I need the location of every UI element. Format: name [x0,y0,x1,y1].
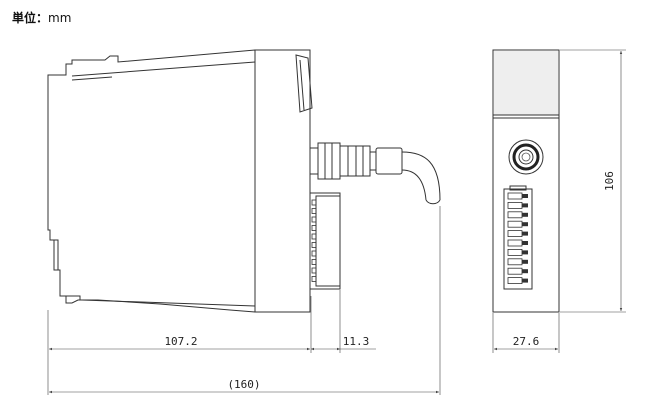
unit-label-separator: ： [36,11,49,25]
terminal-slot [507,239,528,247]
front-view [492,49,560,313]
front-terminal-tab [509,185,527,191]
front-view-dimensions: 27.6 106 [492,49,626,353]
dim-depth-body: 107.2 [164,335,197,348]
side-view-top-ridge-2 [71,76,113,81]
connector-cable-end [425,199,441,205]
front-terminal-outer [503,188,533,290]
terminal-slot [507,230,528,238]
side-view-connector [309,142,441,205]
side-view-foot [66,295,81,300]
terminal-block-outer [309,192,341,290]
connector-cable [401,151,441,201]
dim-connector-depth: 11.3 [343,335,370,348]
terminal-pin [311,216,317,223]
terminal-pin [311,225,317,231]
connector-base [309,147,319,175]
side-view-front-lip [295,54,313,113]
terminal-slot [507,201,528,209]
dim-height: 106 [603,171,616,191]
terminal-slot [507,258,528,266]
terminal-pin [311,250,317,257]
terminal-slot [507,267,528,275]
side-view-bottom-edge [81,299,256,307]
connector-nut [339,145,371,177]
front-view-outline [492,49,560,313]
front-view-round-connector [508,139,544,175]
side-view [47,49,441,313]
terminal-pin [311,199,317,206]
terminal-pin [311,208,317,214]
side-view-front-lip-line [299,59,305,111]
connector-sleeve [369,151,377,171]
dim-total-depth: (160) [227,378,260,391]
terminal-pin [311,276,317,282]
terminal-pin [311,259,317,265]
terminal-block-inner [315,195,341,287]
front-view-terminal-block [503,185,533,290]
terminal-slot [507,277,528,285]
terminal-slot [507,211,528,219]
connector-body [317,142,341,180]
dim-width: 27.6 [513,335,540,348]
connector-boot [375,147,403,175]
side-view-terminal-block [309,192,341,290]
unit-label: 単位：mm [12,9,71,26]
terminal-slot [507,220,528,228]
side-view-front-plate [254,49,311,313]
side-view-dimensions: 107.2 11.3 (160) [47,206,441,395]
terminal-pin [311,267,317,274]
unit-label-value: mm [48,11,72,25]
terminal-pin [311,233,317,240]
terminal-slot [507,192,528,200]
terminal-pin [311,242,317,248]
unit-label-key: 単位 [12,11,37,25]
front-view-top-panel [494,51,558,115]
terminal-slot [507,248,528,256]
side-view-housing [47,49,256,313]
side-view-clip [54,239,59,270]
side-view-top-ridge [71,61,256,77]
